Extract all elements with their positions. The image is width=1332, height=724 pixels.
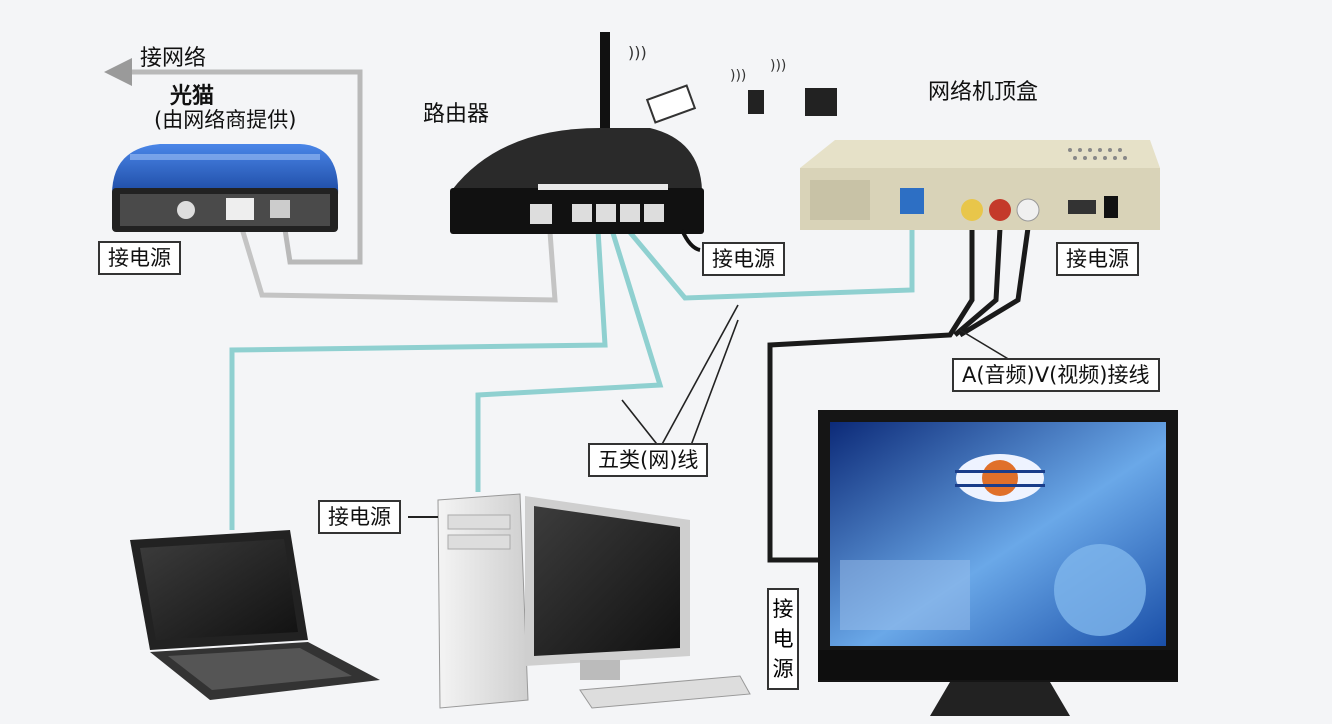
network-uplink-cable [130,69,363,265]
optical-modem [112,144,339,232]
power-label-modem: 接电源 [98,241,181,275]
uplink-arrow [104,58,132,86]
laptop [130,530,380,700]
television [818,410,1178,716]
router-pc-cable [475,229,664,492]
desktop-pc [437,493,751,709]
connect-network-label: 接网络 [140,46,207,71]
settop-box-label: 网络机顶盒 [928,80,1039,105]
cat5-cable-label: 五类(网)线 [588,443,709,477]
modem-router-cable [237,221,558,303]
av-cable [767,227,1031,563]
svg-text:))): ))) [770,58,786,74]
wireless-devices-icon: ))) ))) ))) [628,43,837,124]
svg-text:))): ))) [730,68,746,84]
wifi-router [450,32,704,252]
modem-name-label: 光猫 [170,84,215,109]
power-label-router: 接电源 [702,242,785,276]
power-label-tv: 接 电 源 [767,588,799,690]
set-top-box [800,140,1160,230]
power-label-settop: 接电源 [1056,242,1139,276]
svg-text:))): ))) [628,43,647,62]
router-settop-cable [626,228,915,301]
power-label-pc: 接电源 [318,500,401,534]
router-label: 路由器 [423,102,490,127]
av-cable-label: A(音频)V(视频)接线 [952,358,1160,392]
modem-sub-label: (由网络商提供) [154,108,297,132]
router-laptop-cable [229,229,608,530]
